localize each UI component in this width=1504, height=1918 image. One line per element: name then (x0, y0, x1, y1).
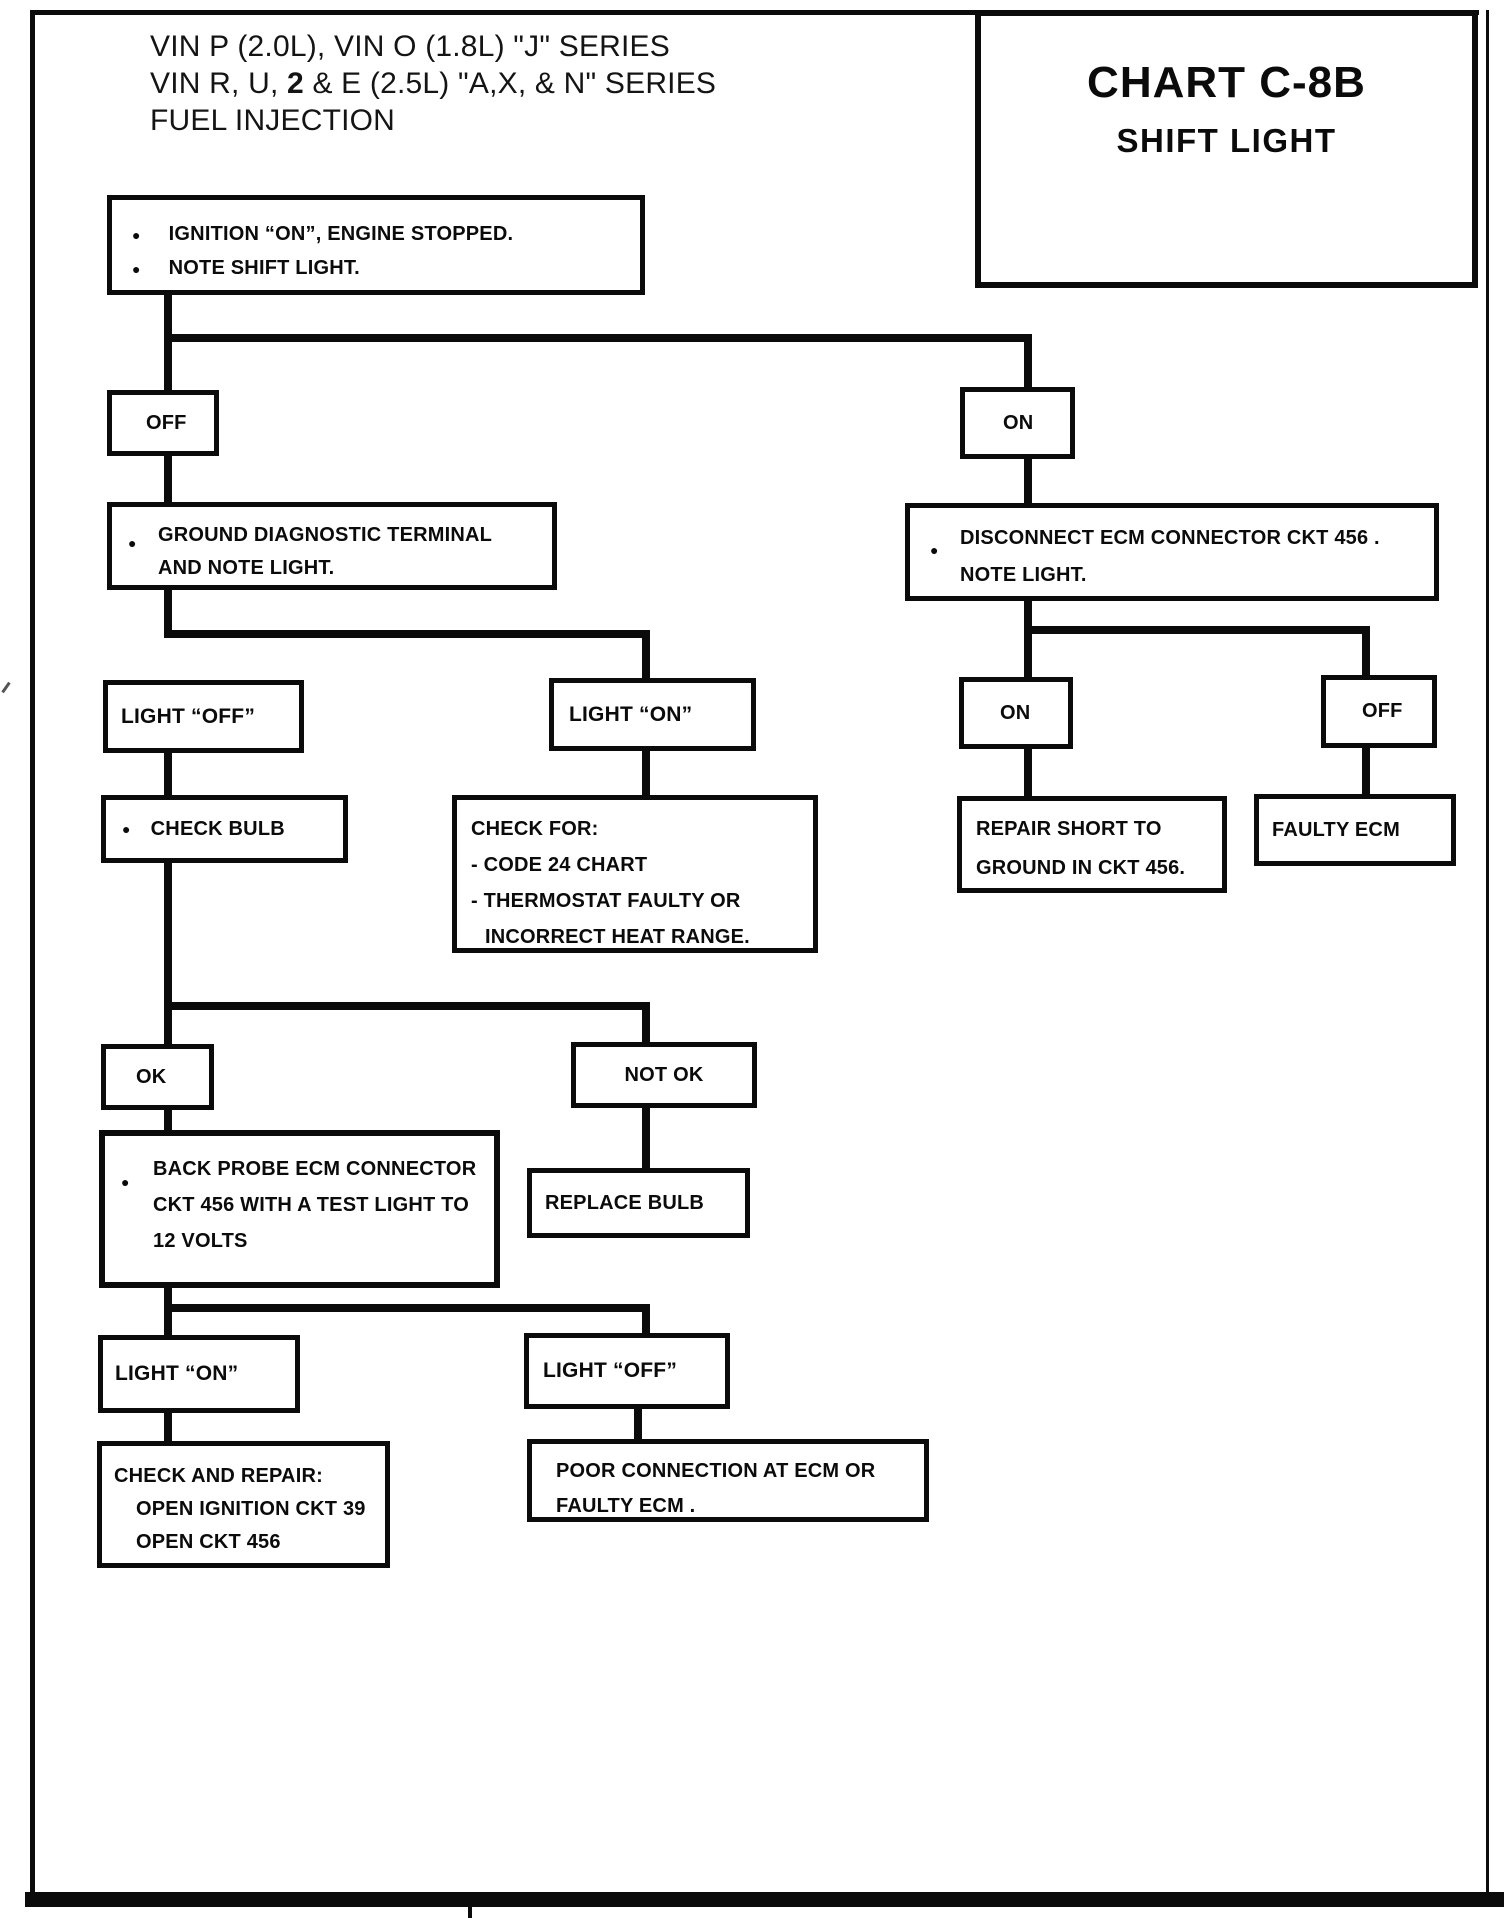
node-ok: OK (101, 1044, 214, 1110)
connector (1024, 459, 1032, 505)
check-for-line-4: INCORRECT HEAT RANGE. (485, 926, 750, 948)
check-for-line-1: CHECK FOR: (471, 818, 599, 840)
ground-line-2: AND NOTE LIGHT. (158, 557, 335, 579)
connector (164, 334, 1032, 342)
connector (1362, 626, 1370, 675)
connector (164, 590, 172, 638)
connector (1024, 626, 1370, 634)
scan-artifact-slash (1, 681, 11, 694)
connector (642, 630, 650, 680)
ground-line-1: GROUND DIAGNOSTIC TERMINAL (158, 524, 493, 546)
node-not-ok: NOT OK (571, 1042, 757, 1108)
node-light-on-1: LIGHT “ON” (549, 678, 756, 751)
connector (1362, 748, 1370, 794)
bullet-icon: ● (132, 261, 141, 277)
poor-connection-line-1: POOR CONNECTION AT ECM OR (556, 1460, 876, 1482)
bullet-icon: ● (132, 227, 141, 243)
page-header: VIN P (2.0L), VIN O (1.8L) "J" SERIES VI… (150, 28, 716, 139)
bullet-icon: ● (121, 1174, 130, 1190)
connector (1024, 749, 1032, 796)
node-off-1: OFF (107, 390, 219, 456)
check-repair-line-2: OPEN IGNITION CKT 39 (136, 1498, 366, 1520)
check-for-line-3: - THERMOSTAT FAULTY OR (471, 890, 741, 912)
connector (1024, 601, 1032, 677)
connector (164, 753, 172, 795)
node-disconnect-ecm: ● DISCONNECT ECM CONNECTOR CKT 456 . NOT… (905, 503, 1439, 601)
connector (642, 1002, 650, 1044)
start-bullet-line-2: ●NOTE SHIFT LIGHT. (132, 257, 360, 279)
header-line-1: VIN P (2.0L), VIN O (1.8L) "J" SERIES (150, 30, 670, 63)
node-faulty-ecm: FAULTY ECM (1254, 794, 1456, 866)
node-replace-bulb: REPLACE BULB (527, 1168, 750, 1238)
disconnect-line-2: NOTE LIGHT. (960, 564, 1087, 586)
node-ground-diagnostic: ● GROUND DIAGNOSTIC TERMINAL AND NOTE LI… (107, 502, 557, 590)
node-light-off-1: LIGHT “OFF” (103, 680, 304, 753)
node-poor-connection: POOR CONNECTION AT ECM OR FAULTY ECM . (527, 1439, 929, 1522)
scan-artifact-tick (468, 1907, 472, 1918)
header-line-3: FUEL INJECTION (150, 104, 396, 137)
node-on-2: ON (959, 677, 1073, 749)
disconnect-line-1: DISCONNECT ECM CONNECTOR CKT 456 . (960, 527, 1380, 549)
connector (642, 1108, 650, 1168)
repair-short-line-2: GROUND IN CKT 456. (976, 857, 1186, 879)
connector (642, 1304, 650, 1335)
check-repair-line-3: OPEN CKT 456 (136, 1531, 281, 1553)
connector (164, 295, 172, 341)
check-repair-line-1: CHECK AND REPAIR: (114, 1465, 323, 1487)
node-check-bulb: ● CHECK BULB (101, 795, 348, 863)
node-on-1: ON (960, 387, 1075, 459)
connector (164, 863, 172, 1044)
bullet-icon: ● (128, 535, 137, 551)
node-start: ●IGNITION “ON”, ENGINE STOPPED. ●NOTE SH… (107, 195, 645, 295)
chart-title: CHART C-8B (1087, 58, 1366, 107)
chart-title-box: CHART C-8B SHIFT LIGHT (975, 10, 1478, 288)
connector (164, 1304, 650, 1312)
node-check-for: CHECK FOR: - CODE 24 CHART - THERMOSTAT … (452, 795, 818, 953)
page-border-right (1486, 10, 1489, 1894)
node-back-probe: ● BACK PROBE ECM CONNECTOR CKT 456 WITH … (99, 1130, 500, 1288)
page-border-bottom (25, 1892, 1504, 1907)
check-for-line-2: - CODE 24 CHART (471, 854, 648, 876)
connector (164, 1110, 172, 1130)
chart-subtitle: SHIFT LIGHT (1116, 122, 1337, 159)
bullet-icon: ● (122, 821, 131, 837)
back-probe-line-1: BACK PROBE ECM CONNECTOR (153, 1158, 477, 1180)
back-probe-line-2: CKT 456 WITH A TEST LIGHT TO (153, 1194, 469, 1216)
connector (634, 1409, 642, 1439)
connector (1024, 334, 1032, 390)
connector (164, 456, 172, 504)
repair-short-line-1: REPAIR SHORT TO (976, 818, 1162, 840)
start-bullet-line-1: ●IGNITION “ON”, ENGINE STOPPED. (132, 223, 514, 245)
bullet-icon: ● (930, 542, 939, 558)
node-light-on-2: LIGHT “ON” (98, 1335, 300, 1413)
header-line-2: VIN R, U, 2 & E (2.5L) "A,X, & N" SERIES (150, 67, 717, 100)
connector (164, 334, 172, 392)
node-off-2: OFF (1321, 675, 1437, 748)
node-check-and-repair: CHECK AND REPAIR: OPEN IGNITION CKT 39 O… (97, 1441, 390, 1568)
back-probe-line-3: 12 VOLTS (153, 1230, 248, 1252)
node-light-off-2: LIGHT “OFF” (524, 1333, 730, 1409)
page-border-left (30, 10, 35, 1900)
connector (164, 1002, 650, 1010)
connector (164, 1413, 172, 1441)
page-border-top (30, 10, 1479, 15)
connector (642, 751, 650, 795)
poor-connection-line-2: FAULTY ECM . (556, 1495, 696, 1517)
node-repair-short: REPAIR SHORT TO GROUND IN CKT 456. (957, 796, 1227, 893)
connector (164, 630, 650, 638)
